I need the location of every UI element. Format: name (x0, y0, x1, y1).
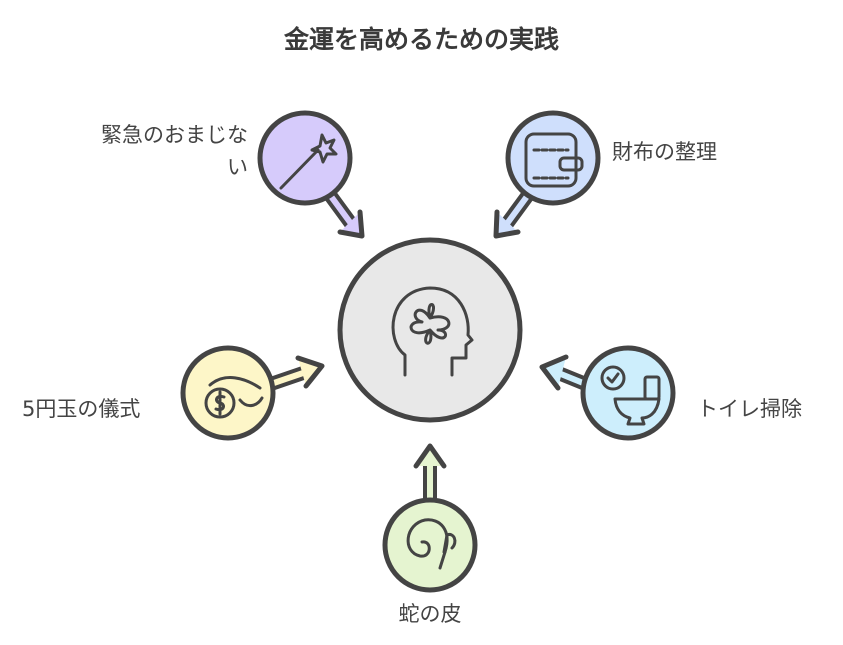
label-charm-line1: 緊急のおまじな (101, 123, 248, 147)
snake-icon (406, 518, 457, 570)
magic-wand-icon (279, 133, 338, 190)
label-snake: 蛇の皮 (398, 602, 462, 626)
wallet-icon (524, 132, 584, 188)
arrow-wallet-to-center (493, 188, 535, 239)
head-clover-icon (391, 286, 474, 377)
label-charm-line2: い (227, 155, 248, 179)
hand-coin-icon (204, 376, 264, 419)
diagram-title: 金運を高めるための実践 (283, 25, 559, 54)
arrow-coin-to-center (261, 355, 325, 392)
label-wallet: 財布の整理 (612, 140, 717, 164)
label-coin: 5円玉の儀式 (22, 397, 141, 421)
arrow-toilet-to-center (539, 354, 595, 392)
wallet-circle (505, 110, 601, 206)
arrow-charm-to-center (323, 188, 365, 239)
label-toilet: トイレ掃除 (697, 397, 802, 421)
toilet-check-icon (600, 365, 661, 426)
arrow-snake-to-center (413, 443, 447, 507)
charm-circle (257, 110, 353, 206)
